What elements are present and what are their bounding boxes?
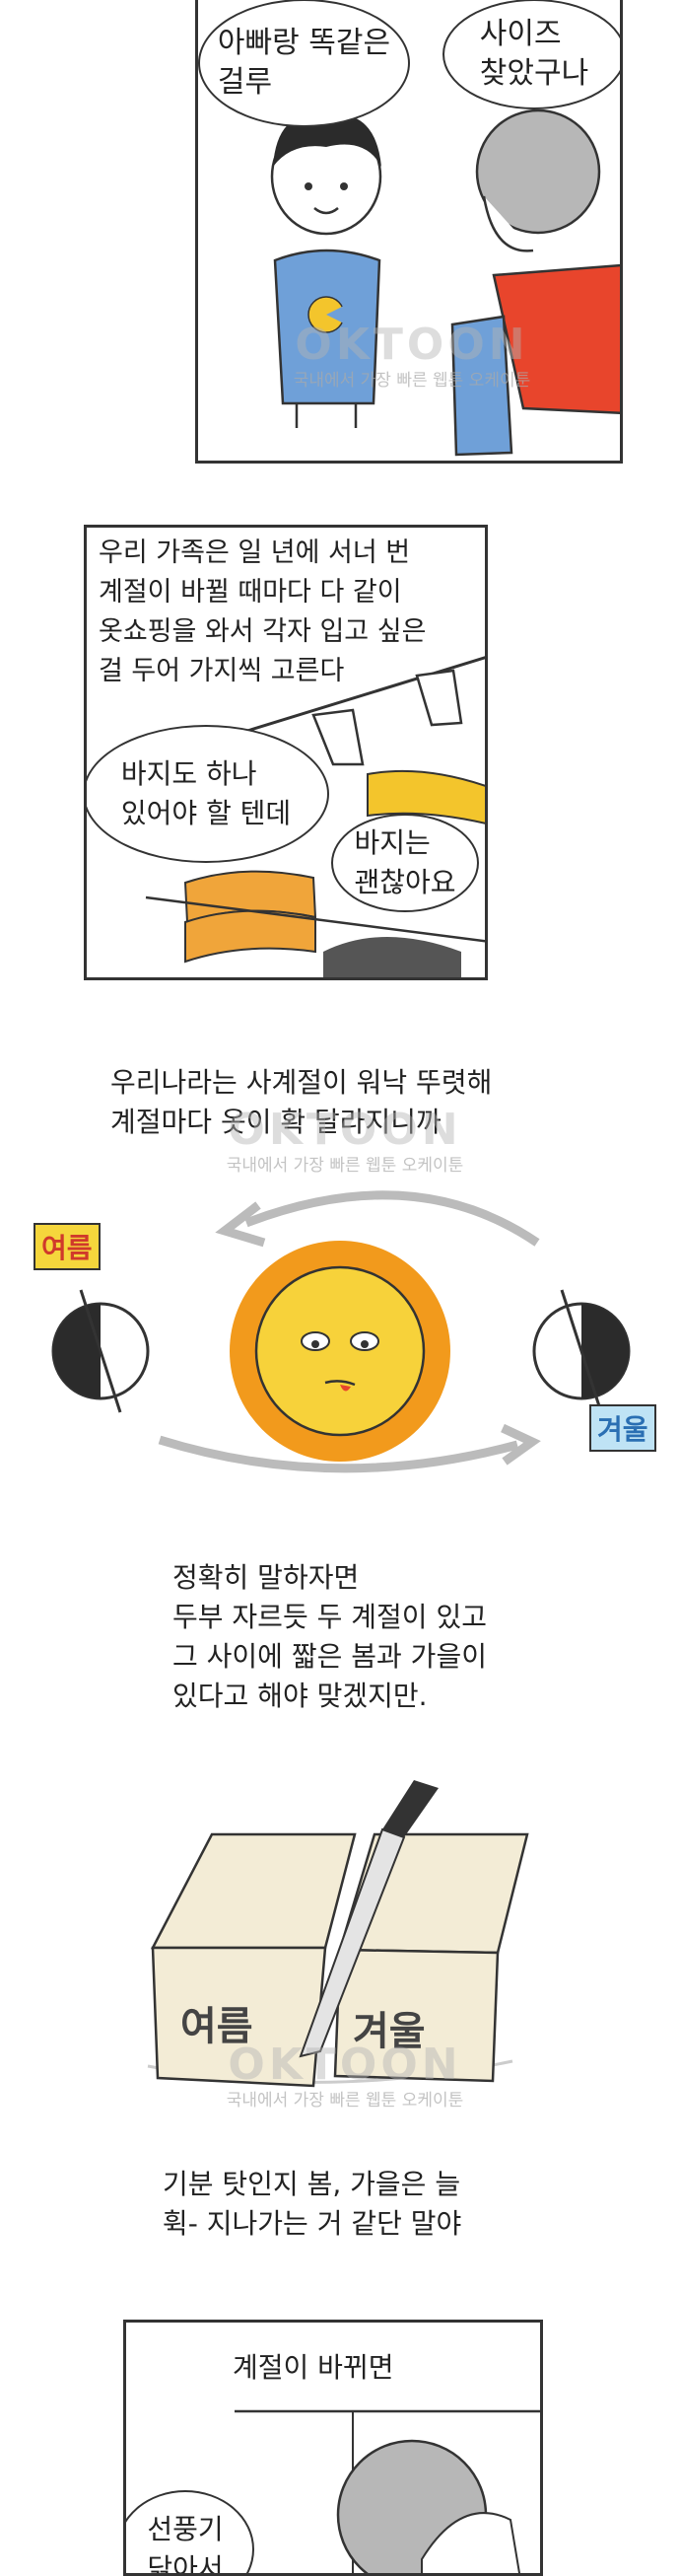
panel-2-narration: 우리 가족은 일 년에 서너 번 계절이 바뀔 때마다 다 같이 옷쇼핑을 와서… [99, 537, 427, 686]
speech-bubble-mom: 바지도 하나 있어야 할 텐데 [87, 725, 329, 863]
panel-2-art [145, 656, 485, 977]
panel-6-narration: 계절이 바뀌면 [233, 2351, 394, 2384]
speech-bubble-fan-text: 선풍기 닦아서 [147, 2513, 224, 2576]
panel-1: 아빠랑 똑같은 걸루 사이즈 찾았구나 OKTOON 국내에서 가장 빠른 웹툰… [195, 0, 623, 464]
panel-1-art [270, 108, 620, 457]
knife-icon [299, 1780, 439, 2058]
panel-4-narration: 정확히 말하자면 두부 자르듯 두 계절이 있고 그 사이에 짧은 봄과 가을이… [172, 1561, 487, 1712]
speech-bubble-mom-text: 바지도 하나 있어야 할 텐데 [120, 757, 292, 829]
speech-bubble-son: 바지는 괜찮아요 [331, 814, 479, 912]
panel-5-narration: 기분 탓인지 봄, 가을은 늘 휙- 지나가는 거 같단 말야 [163, 2168, 462, 2240]
globe-summer [51, 1289, 150, 1413]
speech-bubble-boy: 아빠랑 똑같은 걸루 [198, 0, 410, 127]
tofu-illustration [147, 1780, 529, 2088]
speech-bubble-dad: 사이즈 찾았구나 [442, 0, 620, 109]
speech-bubble-boy-text: 아빠랑 똑같은 걸루 [217, 26, 391, 100]
label-summer: 여름 [34, 1223, 101, 1270]
tofu-label-summer: 여름 [180, 2004, 253, 2049]
tofu-label-winter: 겨울 [353, 2009, 426, 2054]
panel-6: 계절이 바뀌면 선풍기 닦아서 [123, 2320, 543, 2576]
seasons-illustration [51, 1190, 631, 1473]
speech-bubble-son-text: 바지는 괜찮아요 [354, 826, 456, 898]
speech-bubble-dad-text: 사이즈 찾았구나 [479, 17, 589, 91]
globe-winter [532, 1289, 631, 1413]
panel-2: 우리 가족은 일 년에 서너 번 계절이 바뀔 때마다 다 같이 옷쇼핑을 와서… [84, 525, 488, 980]
panel-6-art [235, 2409, 540, 2573]
panel-3-narration: 우리나라는 사계절이 워낙 뚜렷해 계절마다 옷이 확 달라지니까 [110, 1066, 493, 1138]
sun-character [230, 1241, 450, 1462]
label-winter: 겨울 [589, 1404, 656, 1452]
